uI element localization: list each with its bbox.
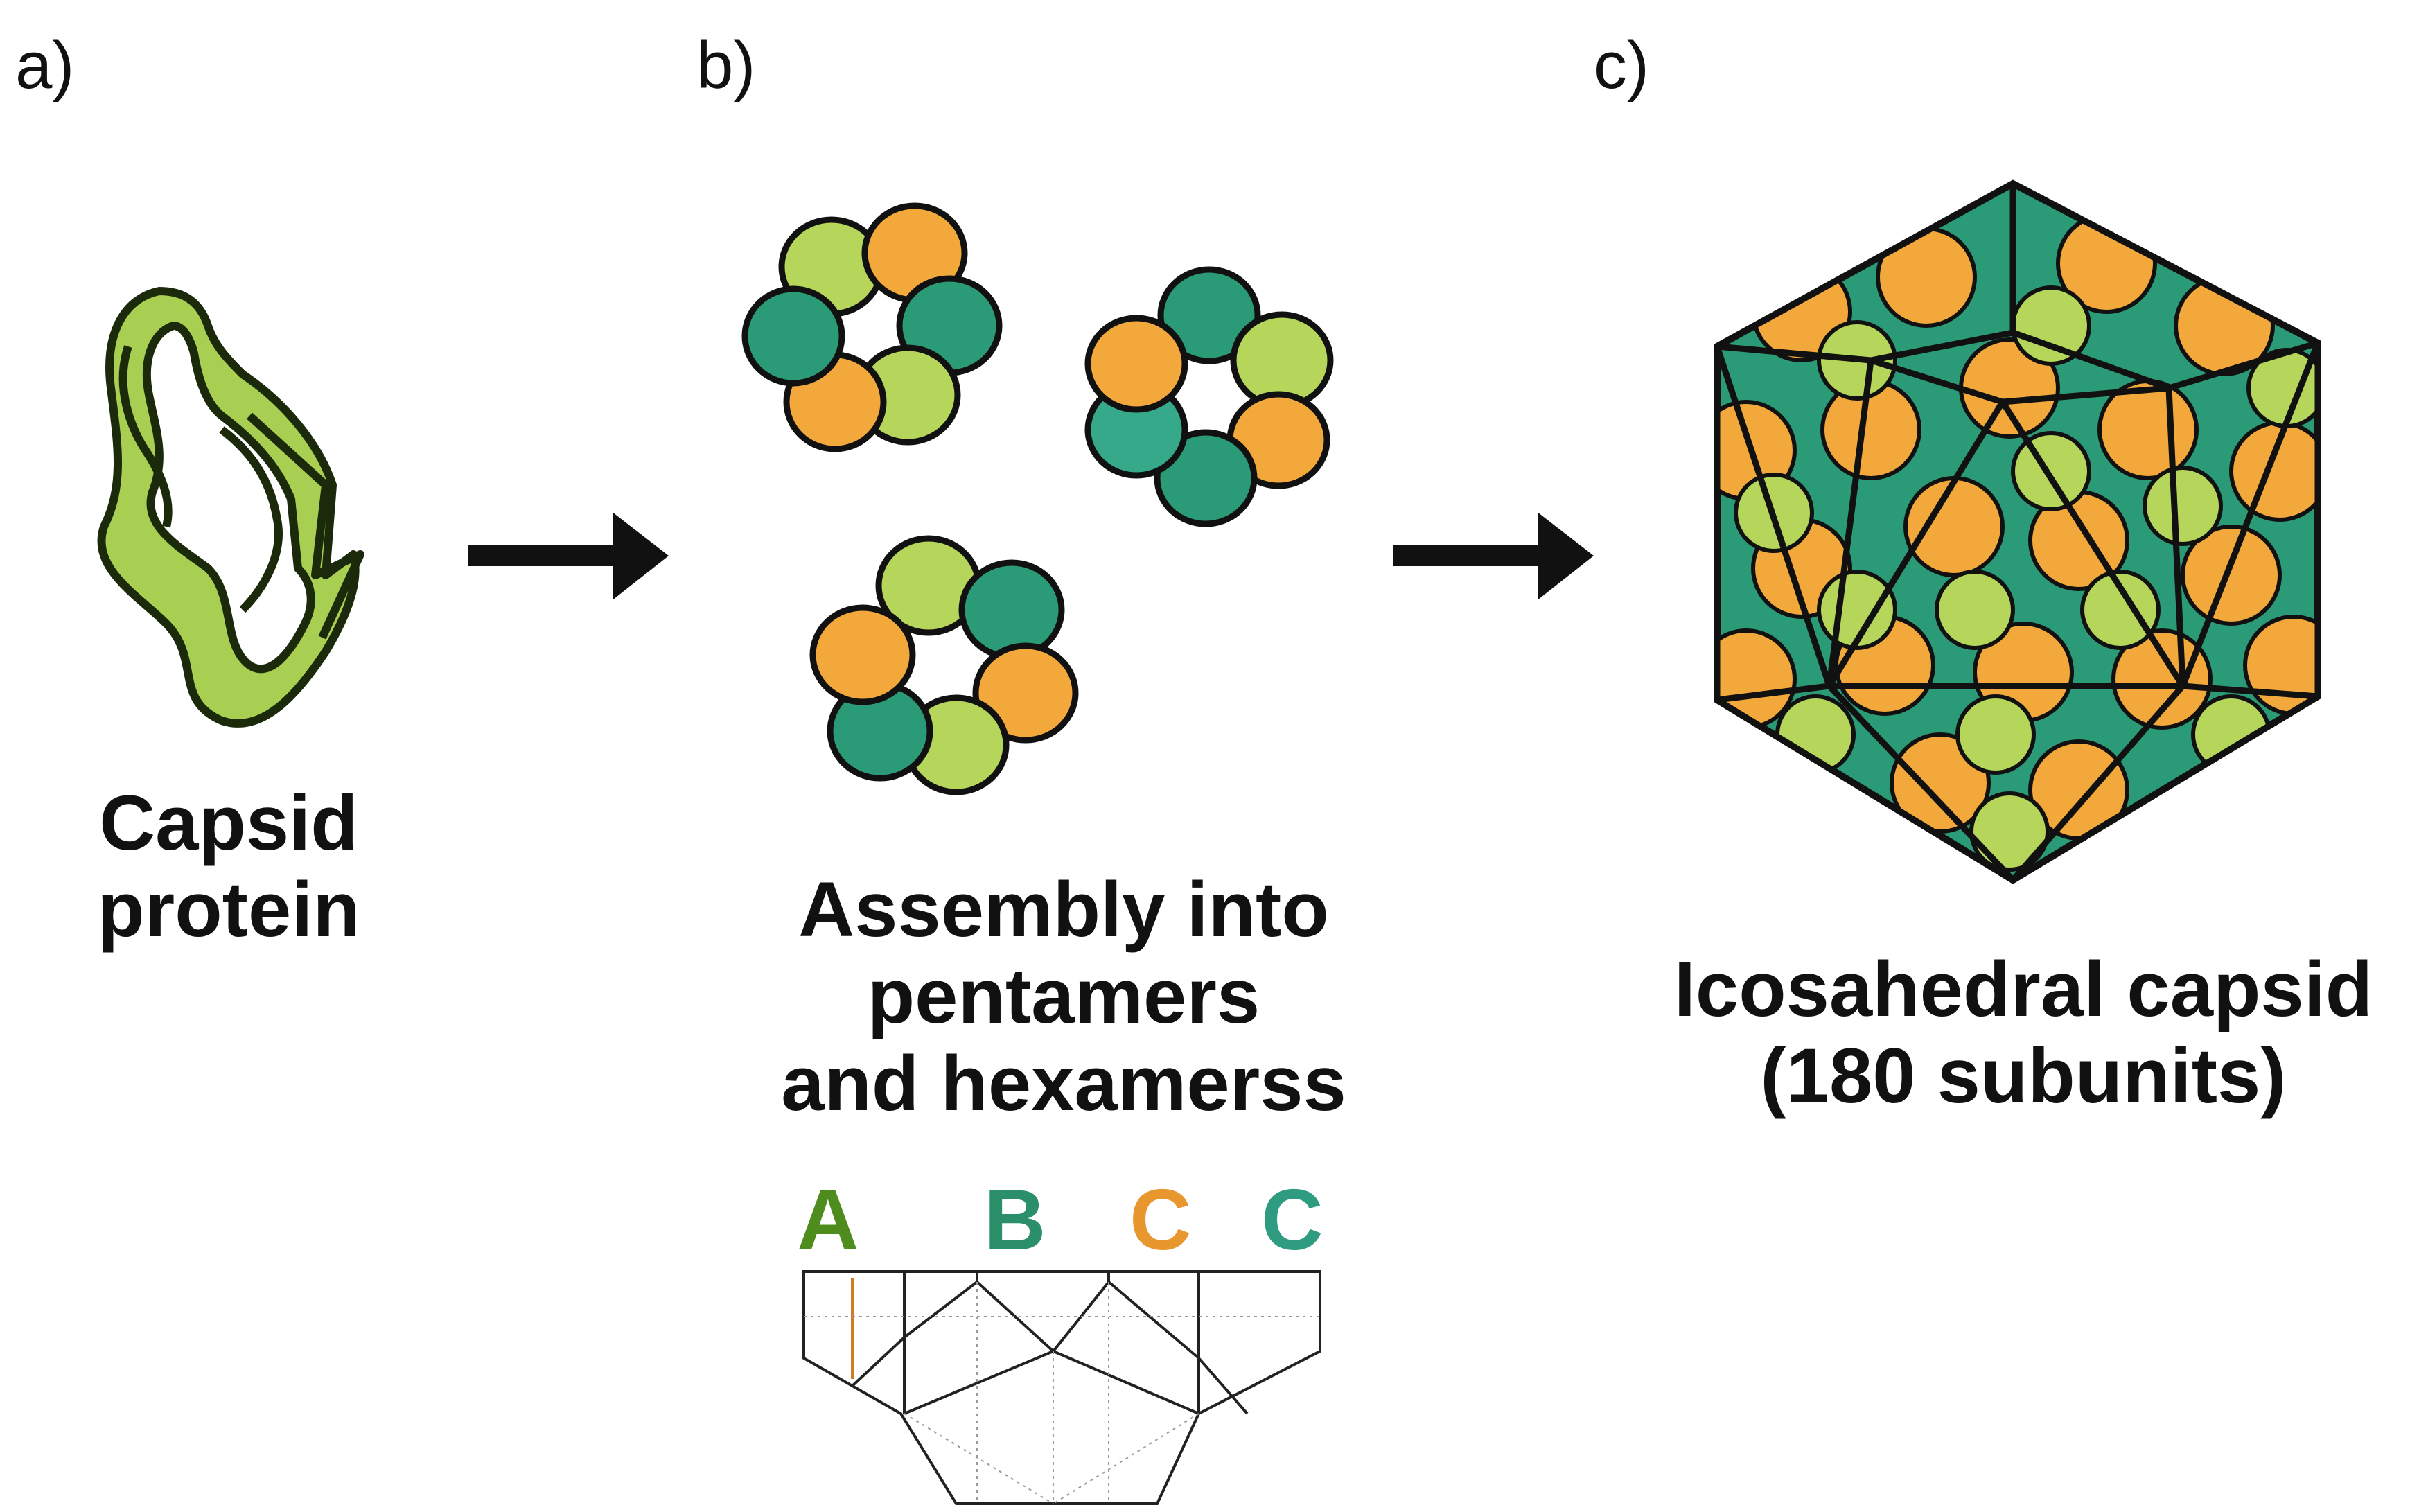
arrow-a-to-b: [468, 513, 669, 599]
legend-letter-a: A: [797, 1172, 859, 1268]
caption-a-line2: protein: [97, 866, 360, 953]
legend-letter-b: B: [984, 1172, 1046, 1268]
capsid-protein-ribbon: [97, 287, 364, 728]
panel-letter-b: b): [696, 28, 756, 103]
caption-assembly: Assembly into pentamers and hexamerss: [714, 866, 1414, 1127]
caption-b-line3: and hexamerss: [781, 1039, 1346, 1127]
legend-letter-c-teal: C: [1261, 1172, 1323, 1268]
capsomer-bottom: [809, 535, 1079, 795]
capsomer-top-left: [741, 202, 1003, 452]
lattice-schematic: [802, 1270, 1321, 1505]
arrow-b-to-c: [1393, 513, 1594, 599]
caption-icosahedral-capsid: Icosahedral capsid (180 subunits): [1635, 946, 2411, 1120]
panel-letter-c: c): [1594, 28, 1649, 103]
caption-c-line2: (180 subunits): [1760, 1032, 2287, 1120]
caption-b-line2: pentamers: [867, 953, 1260, 1040]
legend-letter-c-orange: C: [1129, 1172, 1192, 1268]
caption-a-line1: Capsid: [99, 780, 358, 866]
caption-c-line1: Icosahedral capsid: [1673, 946, 2373, 1032]
capsomer-top-right: [1084, 266, 1334, 527]
icosahedral-capsid: [1714, 179, 2321, 884]
caption-b-line1: Assembly into: [798, 866, 1329, 953]
caption-capsid-protein: Capsid protein: [42, 780, 416, 953]
panel-letter-a: a): [15, 28, 75, 103]
